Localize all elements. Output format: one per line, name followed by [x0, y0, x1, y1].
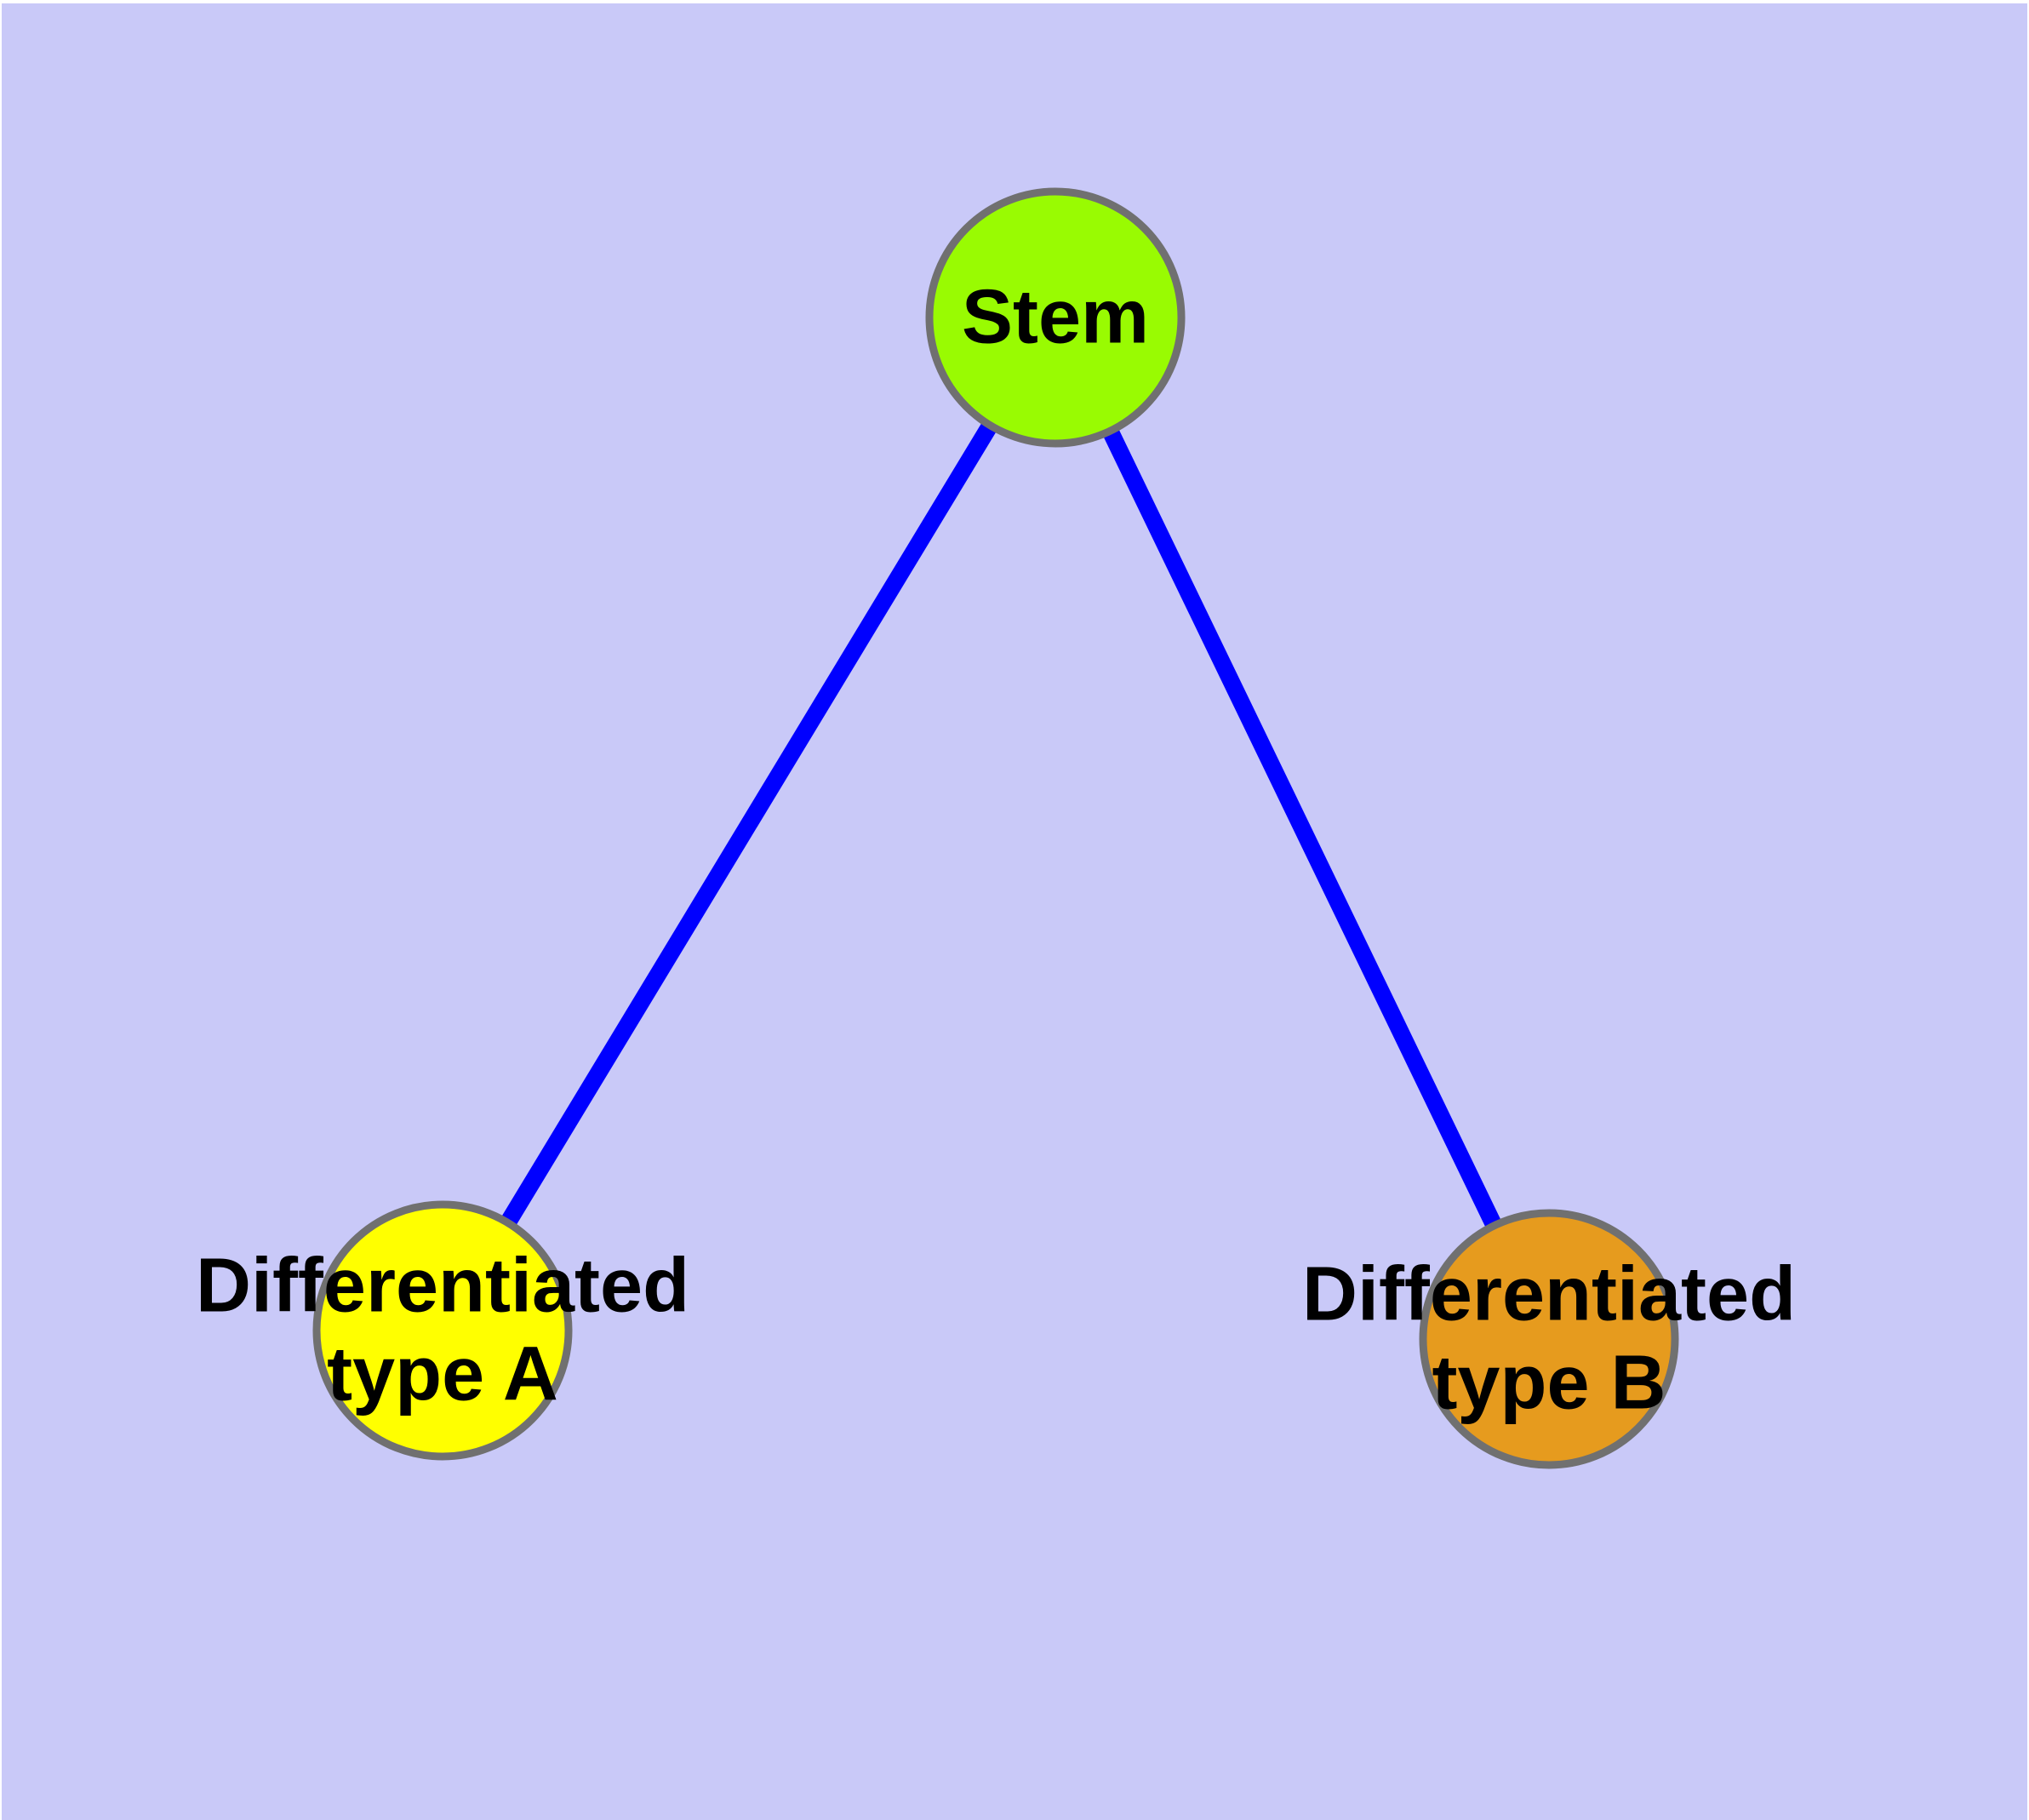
edge-stem-to-type-b [1047, 313, 1557, 1343]
node-group [312, 187, 1679, 1469]
node-type-b-label: Differentiated type B [1301, 1251, 1797, 1426]
node-type-a-label: Differentiated type A [195, 1243, 690, 1417]
edge-group [435, 312, 1557, 1343]
edge-stem-to-type-a [435, 312, 1063, 1336]
node-stem-circle [925, 187, 1186, 448]
node-type-a-circle [312, 1200, 573, 1461]
node-type-b-circle [1419, 1209, 1679, 1469]
node-stem-label: Stem [961, 274, 1150, 360]
